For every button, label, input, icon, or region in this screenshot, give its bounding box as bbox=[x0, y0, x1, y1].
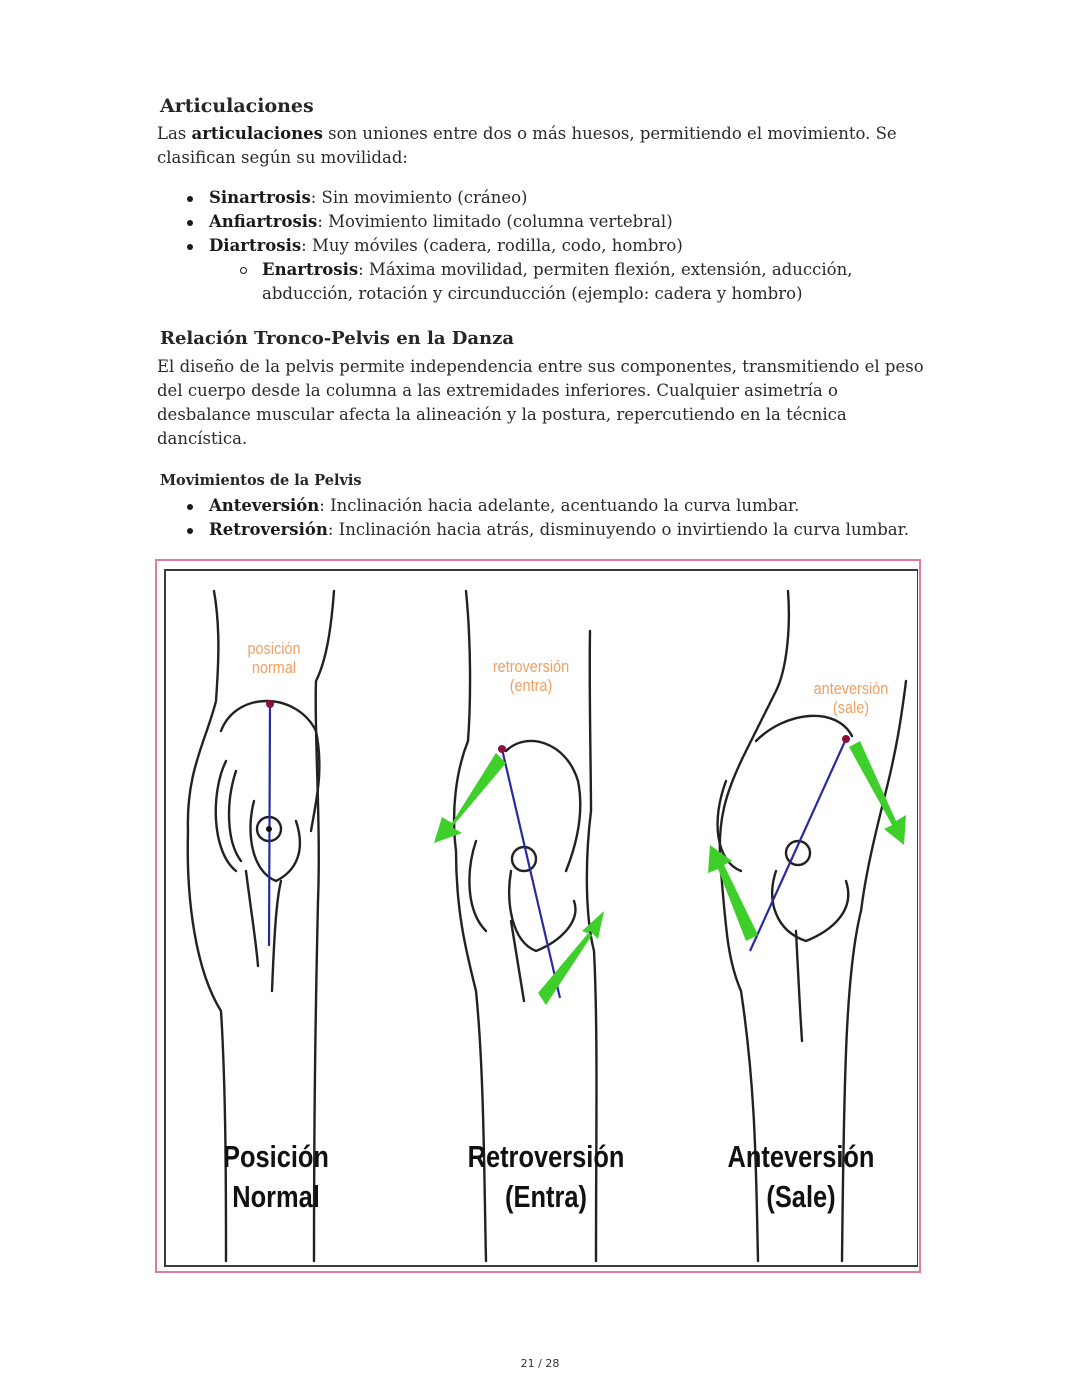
list-term: Diartrosis bbox=[209, 236, 302, 255]
joint-types-list: Sinartrosis: Sin movimiento (cráneo) Anf… bbox=[157, 186, 927, 306]
bullet-icon bbox=[187, 244, 193, 250]
intro-bold-term: articulaciones bbox=[191, 124, 323, 143]
page-indicator: 21 / 28 bbox=[520, 1357, 560, 1370]
list-desc: : Inclinación hacia atrás, disminuyendo … bbox=[327, 520, 909, 539]
caption-retroversion: Retroversión(Entra) bbox=[467, 1139, 625, 1214]
list-item: Anfiartrosis: Movimiento limitado (colum… bbox=[157, 210, 927, 234]
list-term: Enartrosis bbox=[262, 260, 359, 279]
anteversion-up-arrow bbox=[708, 845, 758, 941]
pelvis-retroversion-drawing bbox=[452, 589, 598, 1263]
retroversion-axis-line bbox=[500, 748, 562, 999]
list-desc: : Movimiento limitado (columna vertebral… bbox=[317, 212, 673, 231]
caption-anteversion: Anteversión(Sale) bbox=[727, 1139, 875, 1214]
list-desc: : Inclinación hacia adelante, acentuando… bbox=[319, 496, 800, 515]
list-item: Diartrosis: Muy móviles (cadera, rodilla… bbox=[157, 234, 927, 258]
list-item: Anteversión: Inclinación hacia adelante,… bbox=[157, 494, 937, 518]
normal-axis-line bbox=[267, 702, 272, 947]
pelvis-illustration bbox=[186, 589, 908, 1263]
heading-relacion-tronco-pelvis: Relación Tronco-Pelvis en la Danza bbox=[160, 328, 515, 349]
heading-articulaciones: Articulaciones bbox=[160, 95, 314, 117]
paragraph-relacion: El diseño de la pelvis permite independe… bbox=[157, 357, 924, 448]
sub-list-item: Enartrosis: Máxima movilidad, permiten f… bbox=[157, 258, 927, 306]
heading-movimientos-pelvis: Movimientos de la Pelvis bbox=[160, 472, 362, 489]
retroversion-down-arrow bbox=[538, 911, 604, 1005]
bullet-icon bbox=[187, 196, 193, 202]
intro-rest: son uniones entre dos o más huesos, perm… bbox=[157, 124, 897, 167]
paragraph-articulaciones-intro: Las articulaciones son uniones entre dos… bbox=[157, 122, 927, 170]
bullet-icon bbox=[187, 220, 193, 226]
list-desc: : Muy móviles (cadera, rodilla, codo, ho… bbox=[301, 236, 683, 255]
list-term: Sinartrosis bbox=[209, 188, 311, 207]
pelvis-movements-list: Anteversión: Inclinación hacia adelante,… bbox=[157, 494, 937, 542]
bullet-icon bbox=[187, 528, 193, 534]
label-retroversion: retroversión(entra) bbox=[492, 657, 570, 695]
list-term: Retroversión bbox=[209, 520, 328, 539]
retroversion-up-arrow bbox=[434, 753, 506, 843]
list-term: Anteversión bbox=[209, 496, 320, 515]
normal-top-point bbox=[266, 700, 274, 708]
anteversion-down-arrow bbox=[849, 741, 906, 845]
anteversion-axis-line bbox=[748, 738, 848, 952]
intro-prefix: Las bbox=[157, 124, 192, 143]
list-item: Sinartrosis: Sin movimiento (cráneo) bbox=[157, 186, 927, 210]
hollow-bullet-icon bbox=[240, 267, 247, 274]
list-item: Retroversión: Inclinación hacia atrás, d… bbox=[157, 518, 937, 542]
list-desc: : Sin movimiento (cráneo) bbox=[310, 188, 528, 207]
bullet-icon bbox=[187, 504, 193, 510]
label-anteversion: anteversión(sale) bbox=[813, 679, 889, 717]
list-desc: : Máxima movilidad, permiten flexión, ex… bbox=[262, 260, 853, 303]
list-term: Anfiartrosis bbox=[209, 212, 318, 231]
